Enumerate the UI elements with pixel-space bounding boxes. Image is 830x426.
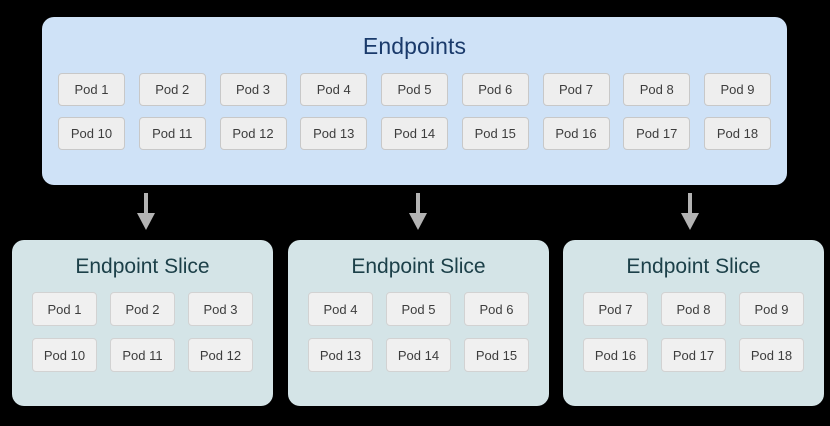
pod-box: Pod 8 bbox=[661, 292, 726, 326]
pod-box: Pod 1 bbox=[58, 73, 125, 106]
pod-box: Pod 18 bbox=[739, 338, 804, 372]
pod-box: Pod 4 bbox=[300, 73, 368, 106]
pod-box: Pod 5 bbox=[381, 73, 448, 106]
pod-box: Pod 9 bbox=[739, 292, 804, 326]
pod-box: Pod 14 bbox=[386, 338, 451, 372]
pod-box: Pod 6 bbox=[464, 292, 529, 326]
arrow-down-icon bbox=[409, 193, 427, 230]
pod-box: Pod 17 bbox=[623, 117, 691, 150]
endpoint-slice-panel-3: Endpoint Slice Pod 7 Pod 8 Pod 9 Pod 16 … bbox=[563, 240, 824, 406]
endpoint-slice-pod-row: Pod 4 Pod 5 Pod 6 bbox=[308, 292, 529, 326]
pod-box: Pod 13 bbox=[308, 338, 373, 372]
pod-box: Pod 4 bbox=[308, 292, 373, 326]
endpoint-slice-pod-row: Pod 7 Pod 8 Pod 9 bbox=[583, 292, 804, 326]
endpoint-slice-pod-row: Pod 1 Pod 2 Pod 3 bbox=[32, 292, 253, 326]
pod-box: Pod 17 bbox=[661, 338, 726, 372]
endpoints-pod-row: Pod 10 Pod 11 Pod 12 Pod 13 Pod 14 Pod 1… bbox=[58, 117, 771, 150]
pod-box: Pod 1 bbox=[32, 292, 97, 326]
endpoint-slice-pod-row: Pod 16 Pod 17 Pod 18 bbox=[583, 338, 804, 372]
pod-box: Pod 14 bbox=[381, 117, 448, 150]
endpoint-slice-pod-grid: Pod 7 Pod 8 Pod 9 Pod 16 Pod 17 Pod 18 bbox=[563, 292, 824, 372]
endpoint-slice-title: Endpoint Slice bbox=[75, 255, 210, 278]
endpoint-slice-panel-2: Endpoint Slice Pod 4 Pod 5 Pod 6 Pod 13 … bbox=[288, 240, 549, 406]
endpoints-title: Endpoints bbox=[362, 33, 467, 59]
endpoint-slice-pod-grid: Pod 1 Pod 2 Pod 3 Pod 10 Pod 11 Pod 12 bbox=[12, 292, 273, 372]
pod-box: Pod 10 bbox=[58, 117, 125, 150]
arrow-down-icon bbox=[137, 193, 155, 230]
pod-box: Pod 15 bbox=[461, 117, 529, 150]
endpoint-slice-pod-grid: Pod 4 Pod 5 Pod 6 Pod 13 Pod 14 Pod 15 bbox=[288, 292, 549, 372]
pod-box: Pod 12 bbox=[188, 338, 253, 372]
endpoint-slice-title: Endpoint Slice bbox=[351, 255, 486, 278]
endpoint-slice-pod-row: Pod 10 Pod 11 Pod 12 bbox=[32, 338, 253, 372]
pod-box: Pod 16 bbox=[583, 338, 648, 372]
pod-box: Pod 3 bbox=[219, 73, 287, 106]
pod-box: Pod 18 bbox=[704, 117, 771, 150]
endpoints-panel: Endpoints Pod 1 Pod 2 Pod 3 Pod 4 Pod 5 … bbox=[42, 17, 787, 185]
pod-box: Pod 15 bbox=[464, 338, 529, 372]
endpoint-slice-panel-1: Endpoint Slice Pod 1 Pod 2 Pod 3 Pod 10 … bbox=[12, 240, 273, 406]
endpoint-slice-pod-row: Pod 13 Pod 14 Pod 15 bbox=[308, 338, 529, 372]
arrow-down-icon bbox=[681, 193, 699, 230]
pod-box: Pod 7 bbox=[583, 292, 648, 326]
pod-box: Pod 11 bbox=[110, 338, 175, 372]
pod-box: Pod 11 bbox=[138, 117, 206, 150]
pod-box: Pod 2 bbox=[138, 73, 206, 106]
endpoints-pod-grid: Pod 1 Pod 2 Pod 3 Pod 4 Pod 5 Pod 6 Pod … bbox=[42, 73, 787, 161]
pod-box: Pod 12 bbox=[219, 117, 287, 150]
endpoints-pod-row: Pod 1 Pod 2 Pod 3 Pod 4 Pod 5 Pod 6 Pod … bbox=[58, 73, 771, 106]
pod-box: Pod 5 bbox=[386, 292, 451, 326]
pod-box: Pod 9 bbox=[704, 73, 771, 106]
pod-box: Pod 10 bbox=[32, 338, 97, 372]
pod-box: Pod 6 bbox=[461, 73, 529, 106]
pod-box: Pod 16 bbox=[542, 117, 610, 150]
endpoint-slice-title: Endpoint Slice bbox=[626, 255, 761, 278]
pod-box: Pod 13 bbox=[300, 117, 368, 150]
pod-box: Pod 8 bbox=[623, 73, 691, 106]
pod-box: Pod 3 bbox=[188, 292, 253, 326]
pod-box: Pod 2 bbox=[110, 292, 175, 326]
pod-box: Pod 7 bbox=[542, 73, 610, 106]
